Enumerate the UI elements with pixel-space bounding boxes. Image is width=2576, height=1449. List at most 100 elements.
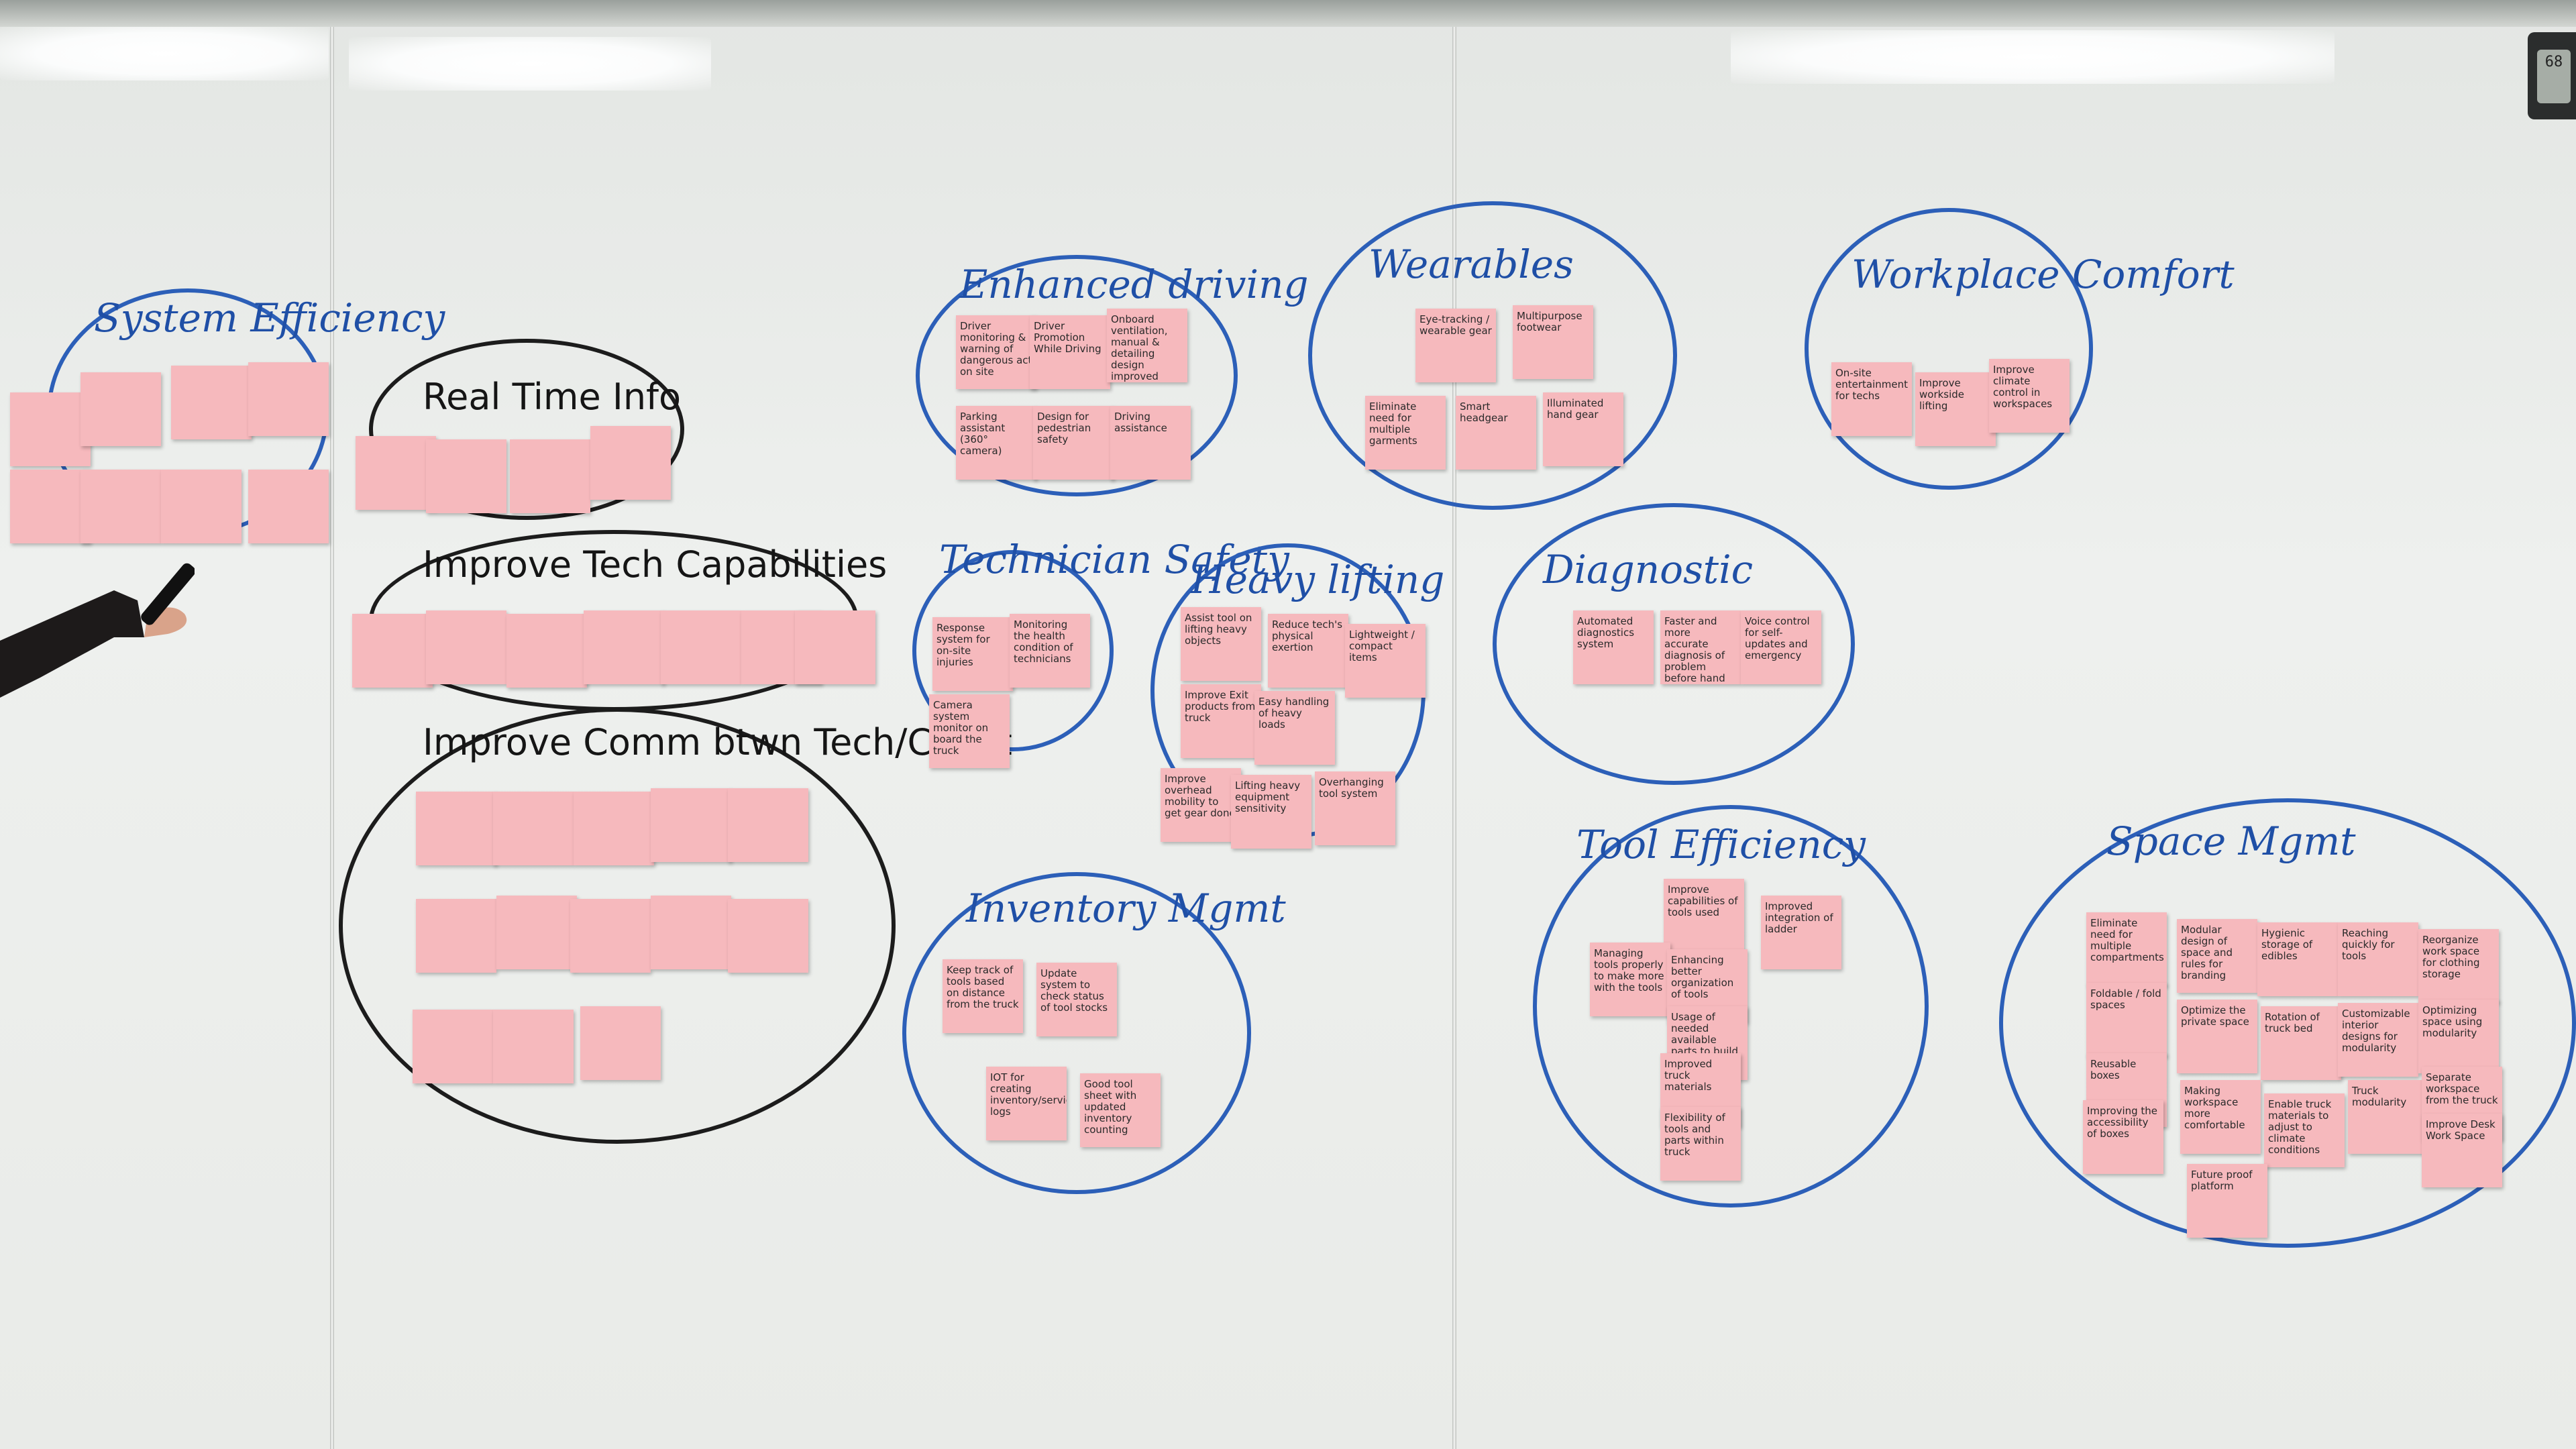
sticky-note: Driver monitoring & warning of dangerous… [956,315,1036,389]
sticky-note: Flexibility of tools and parts within tr… [1660,1107,1741,1181]
sticky-note: Improve overhead mobility to get gear do… [1161,768,1241,842]
cluster-title: Real Time Info [423,376,682,418]
cluster-title: Improve Comm btwn Tech/Client [423,721,1012,763]
sticky-note: Assist tool on lifting heavy objects [1181,607,1261,681]
sticky-note: Easy handling of heavy loads [1254,691,1335,765]
sticky-note [651,788,731,862]
sticky-note [493,792,574,865]
sticky-note: On-site entertainment for techs [1831,362,1912,436]
sticky-note [580,1006,661,1080]
sticky-note [661,610,741,684]
cluster-title: Heavy lifting [1191,557,1445,602]
sticky-note [426,610,506,684]
sticky-note [510,439,590,513]
sticky-note [10,470,91,543]
sticky-note [506,614,587,688]
sticky-note: Rotation of truck bed [2261,1006,2341,1080]
cluster-title: Diagnostic [1543,547,1754,592]
sticky-note [416,792,496,865]
cluster-outline [1999,798,2576,1248]
sticky-note: Optimizing space using modularity [2418,1000,2499,1073]
sticky-note: Automated diagnostics system [1573,610,1654,684]
sticky-note: Multipurpose footwear [1513,305,1593,379]
sticky-note [728,788,808,862]
sticky-note: Monitoring the health condition of techn… [1010,614,1090,688]
sticky-note: Keep track of tools based on distance fr… [943,959,1023,1033]
sticky-note: Good tool sheet with updated inventory c… [1080,1073,1161,1147]
sticky-note: Eliminate need for multiple garments [1365,396,1446,470]
sticky-note: Truck modularity [2348,1080,2428,1154]
sticky-note: Improve Exit products from truck [1181,684,1261,758]
sticky-note [161,470,241,543]
sticky-note [356,436,436,510]
sticky-note: Future proof platform [2187,1164,2267,1238]
sticky-note: Lightweight / compact items [1345,624,1426,698]
sticky-note: Improve workside lifting [1915,372,1996,446]
sticky-note [80,470,161,543]
cluster-outline [1308,201,1677,510]
sticky-note [651,896,731,969]
cluster-outline [1805,208,2093,490]
sticky-note [248,362,329,436]
sticky-note: Improve climate control in workspaces [1989,359,2070,433]
sticky-note [728,899,808,973]
pointing-arm [0,563,195,698]
sticky-note: Improve Desk Work Space [2422,1114,2502,1187]
sticky-note: IOT for creating inventory/service logs [986,1067,1067,1140]
sticky-note [584,610,664,684]
sticky-note: Camera system monitor on board the truck [929,694,1010,768]
board-seam [330,27,334,1449]
cluster-title: Improve Tech Capabilities [423,543,888,586]
cluster-title: System Efficiency [94,295,445,341]
sticky-note: Reorganize work space for clothing stora… [2418,929,2499,1003]
sticky-note [171,366,252,439]
sticky-note: Illuminated hand gear [1543,392,1623,466]
wall-clock: 68 [2528,32,2576,119]
cluster-outline [916,255,1238,496]
sticky-note [413,1010,493,1083]
sticky-note: Voice control for self-updates and emerg… [1741,610,1821,684]
sticky-note [795,610,875,684]
cluster-title: Inventory Mgmt [966,885,1286,931]
cluster-title: Workplace Comfort [1851,252,2235,297]
sticky-note: Response system for on-site injuries [932,617,1013,691]
sticky-note [574,792,654,865]
sticky-note: Enable truck materials to adjust to clim… [2264,1093,2345,1167]
cluster-outline [1533,805,1929,1208]
cluster-outline [902,872,1251,1194]
sticky-note: Reduce tech's physical exertion [1268,614,1348,688]
cluster-title: Wearables [1368,241,1574,287]
cluster-outline [339,708,896,1144]
sticky-note: Improved integration of ladder [1761,896,1841,969]
sticky-note: Update system to check status of tool st… [1036,963,1117,1036]
board-seam [1452,27,1456,1449]
sticky-note: Eye-tracking / wearable gear [1415,309,1496,382]
sticky-note: Eliminate need for multiple compartments [2086,912,2167,986]
clock-readout: 68 [2537,50,2571,103]
sticky-note: Onboard ventilation, manual & detailing … [1107,309,1187,382]
sticky-note: Design for pedestrian safety [1033,406,1114,480]
cluster-title: Enhanced driving [959,262,1309,307]
sticky-note [590,426,671,500]
sticky-note: Hygienic storage of edibles [2257,922,2338,996]
sticky-note: Lifting heavy equipment sensitivity [1231,775,1311,849]
sticky-note: Foldable / fold spaces [2086,983,2167,1057]
cluster-title: Space Mgmt [2106,818,2356,864]
sticky-note [80,372,161,446]
sticky-note: Parking assistant (360° camera) [956,406,1036,480]
sticky-note: Smart headgear [1456,396,1536,470]
sticky-note [496,896,577,969]
sticky-note: Driving assistance [1110,406,1191,480]
cluster-title: Tool Efficiency [1576,822,1866,867]
cluster-outline [1493,503,1855,785]
board-top-frame [0,0,2576,27]
sticky-note: Improve capabilities of tools used [1664,879,1744,953]
sticky-note: Optimize the private space [2177,1000,2257,1073]
sticky-note: Reaching quickly for tools [2338,922,2418,996]
sticky-note: Making workspace more comfortable [2180,1080,2261,1154]
cluster-outline [912,550,1114,751]
sticky-note: Driver Promotion While Driving [1030,315,1110,389]
sticky-note: Faster and more accurate diagnosis of pr… [1660,610,1741,684]
sticky-note [248,470,329,543]
sticky-note: Managing tools properly to make more wit… [1590,943,1670,1016]
